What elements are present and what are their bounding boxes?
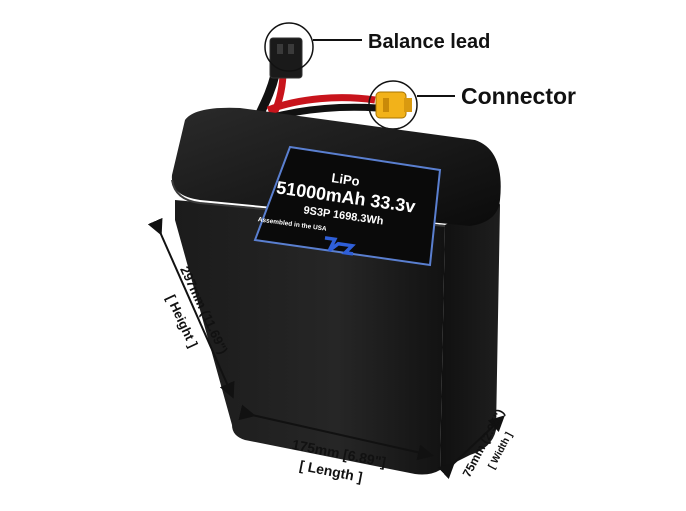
balance-lead-plug bbox=[269, 37, 303, 79]
width-dimension-arrow bbox=[437, 415, 505, 480]
connector-label: Connector bbox=[461, 83, 576, 109]
length-dimension-arrow bbox=[238, 404, 434, 461]
balance-lead-label: Balance lead bbox=[368, 31, 490, 53]
label-chemistry: LiPo bbox=[331, 170, 361, 189]
balance-lead-callout-circle bbox=[264, 22, 314, 72]
xt-connector bbox=[375, 91, 412, 119]
battery-label: LiPo 51000mAh 33.3v 9S3P 1698.3Wh Assemb… bbox=[253, 145, 442, 267]
wiring bbox=[253, 73, 378, 122]
brand-logo bbox=[324, 236, 356, 256]
height-dimension-arrow bbox=[147, 217, 235, 399]
